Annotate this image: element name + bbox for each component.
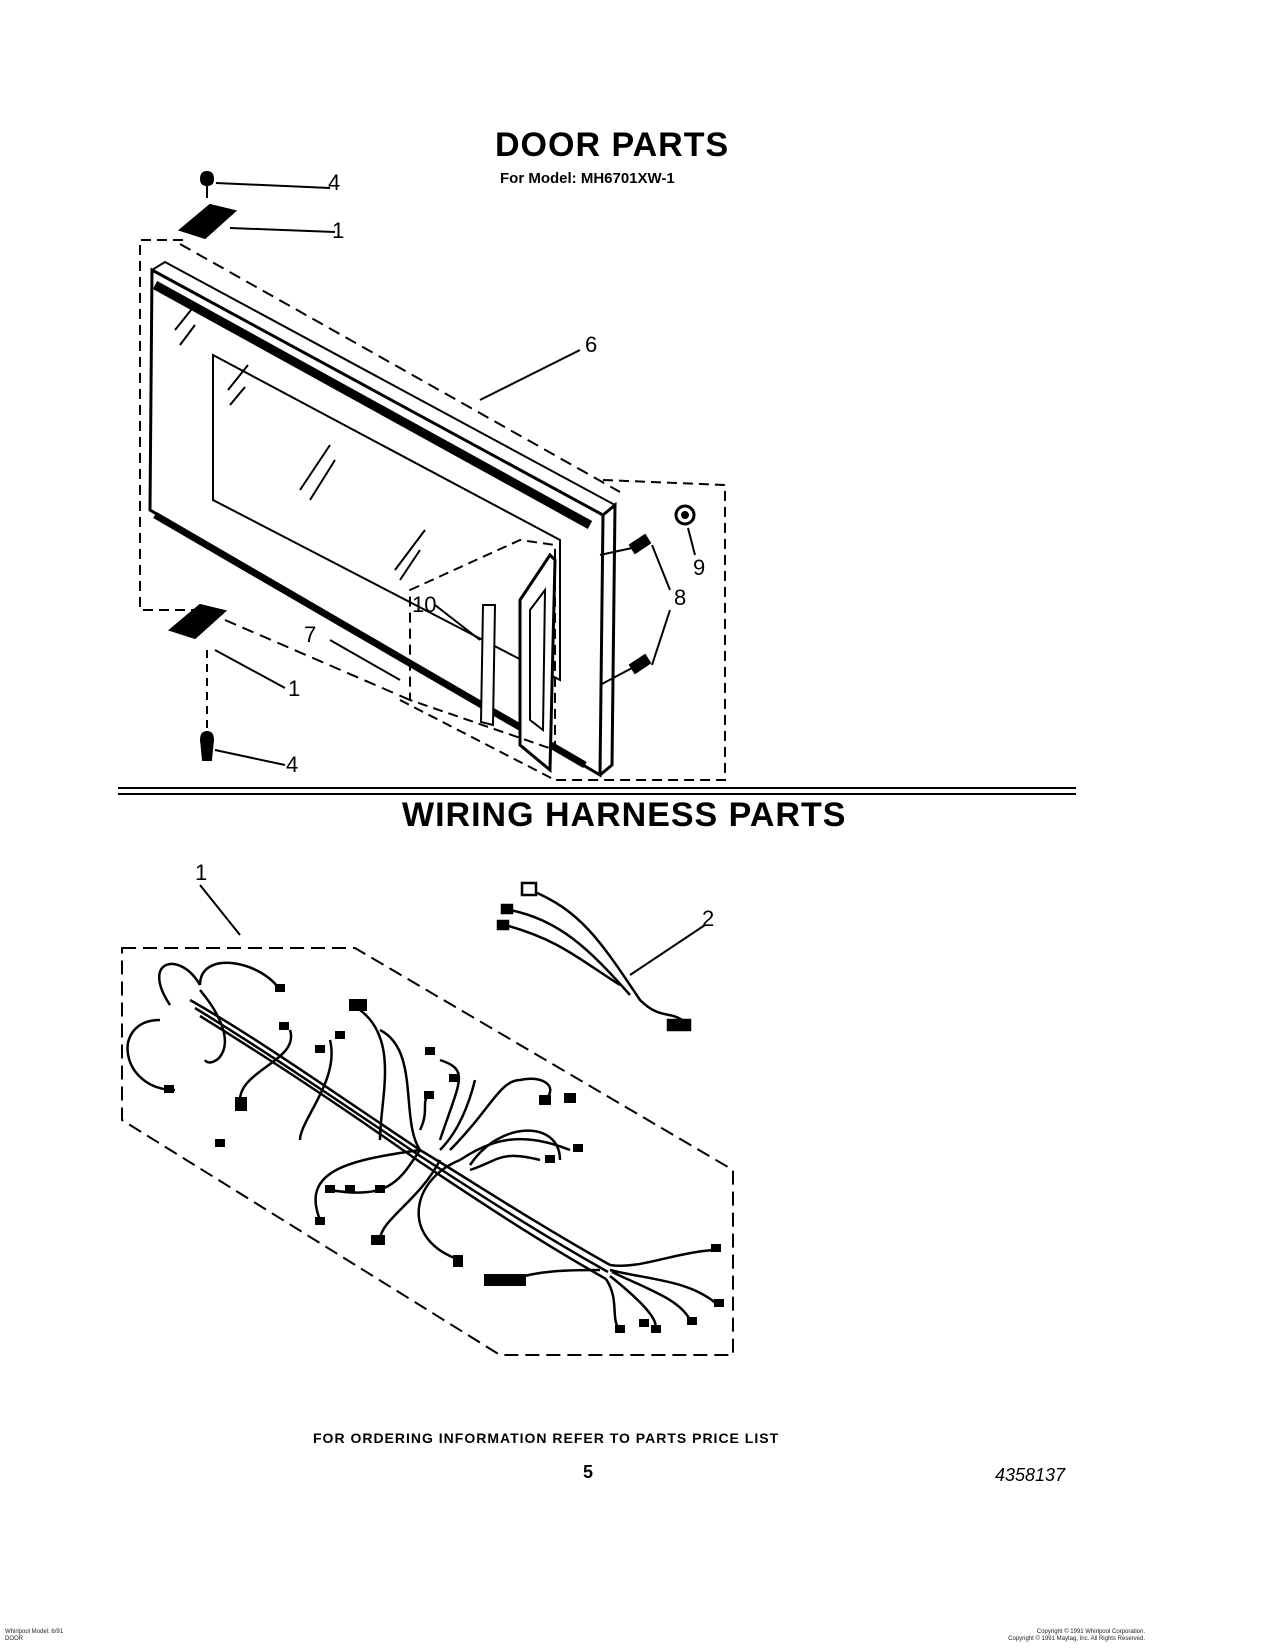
callout-8: 8 bbox=[674, 585, 687, 610]
left-fineprint-line: DOOR bbox=[5, 1636, 23, 1642]
grommet-9 bbox=[674, 504, 696, 526]
callout-9: 9 bbox=[693, 555, 706, 580]
harness-outline bbox=[121, 947, 734, 1356]
leader-4-top bbox=[215, 182, 331, 189]
callout-4-bottom: 4 bbox=[286, 752, 299, 777]
screw-8b bbox=[628, 653, 652, 675]
hinge-top bbox=[177, 203, 238, 240]
callout-1-top: 1 bbox=[332, 218, 345, 243]
copyright-line: Copyright © 1991 Maytag, Inc. All Rights… bbox=[1008, 1636, 1145, 1642]
door-handle bbox=[518, 552, 557, 774]
callout-harness-2: 2 bbox=[702, 906, 715, 931]
callout-harness-1: 1 bbox=[195, 860, 208, 885]
callout-4-top: 4 bbox=[328, 170, 341, 195]
screw-top bbox=[199, 170, 215, 198]
screw-bottom bbox=[199, 730, 215, 761]
callout-1-bottom: 1 bbox=[288, 676, 301, 701]
model-line: For Model: MH6701XW-1 bbox=[500, 170, 675, 187]
left-fineprint-line: Whirlpool Model: 6/91 bbox=[5, 1629, 64, 1635]
right-fineprint: Copyright © 1991 Whirlpool Corporation. … bbox=[950, 1629, 1145, 1643]
sub-harness bbox=[496, 881, 692, 1032]
leader-1-top bbox=[229, 227, 336, 233]
document-number: 4358137 bbox=[995, 1465, 1066, 1485]
ordering-note: FOR ORDERING INFORMATION REFER TO PARTS … bbox=[313, 1430, 780, 1446]
callout-10: 10 bbox=[412, 592, 437, 617]
wiring-harness-title: WIRING HARNESS PARTS bbox=[402, 796, 847, 834]
page-number: 5 bbox=[583, 1462, 594, 1482]
door-parts-title: DOOR PARTS bbox=[495, 126, 730, 164]
callout-6: 6 bbox=[585, 332, 598, 357]
trim-strip bbox=[479, 604, 497, 727]
left-fineprint: Whirlpool Model: 6/91 DOOR bbox=[5, 1629, 63, 1643]
copyright-line: Copyright © 1991 Whirlpool Corporation. bbox=[1036, 1629, 1145, 1635]
hinge-bottom bbox=[167, 603, 228, 640]
dashed-bracket-left bbox=[139, 239, 210, 611]
screw-8a bbox=[628, 533, 652, 555]
harness-connectors bbox=[164, 984, 724, 1333]
callout-7: 7 bbox=[304, 622, 317, 647]
